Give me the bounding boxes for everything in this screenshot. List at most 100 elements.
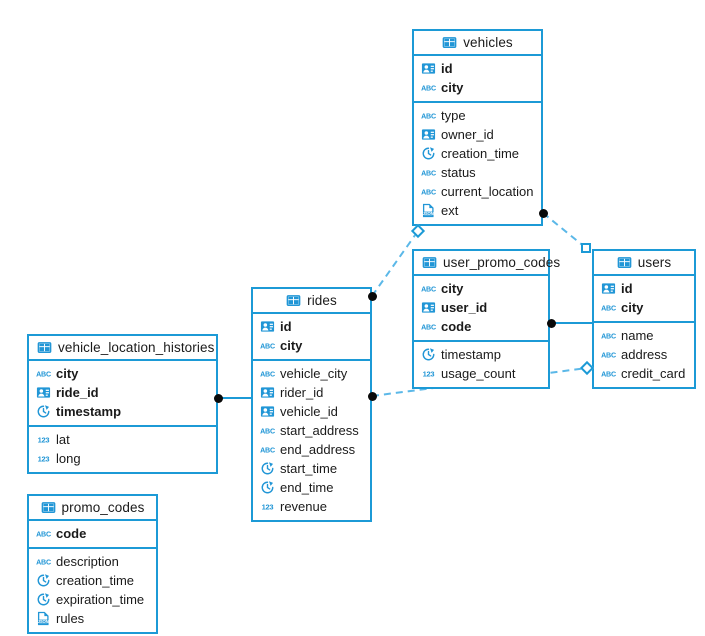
- field-users-name[interactable]: ABC name: [594, 326, 694, 345]
- entity-header-users[interactable]: users: [594, 251, 694, 276]
- json-document-icon: JSON: [38, 611, 49, 626]
- uuid-id-card-icon: [260, 406, 275, 417]
- field-label: city: [441, 80, 464, 95]
- uuid-id-card-icon: [260, 321, 275, 332]
- relationship-edge-vehicles-to-users[interactable]: [542, 212, 587, 249]
- primary-key-field-users-id[interactable]: id: [594, 279, 694, 298]
- field-vehicles-ext[interactable]: JSON ext: [414, 201, 541, 220]
- field-label: ride_id: [56, 385, 99, 400]
- 123-number-icon: 123: [38, 455, 50, 464]
- svg-text:ABC: ABC: [260, 447, 275, 455]
- primary-key-field-vehicles-id[interactable]: id: [414, 59, 541, 78]
- abc-string-icon: ABC: [260, 447, 275, 455]
- svg-text:ABC: ABC: [260, 371, 275, 379]
- svg-text:ABC: ABC: [421, 113, 436, 121]
- field-rides-end_address[interactable]: ABC end_address: [253, 440, 370, 459]
- primary-key-field-user_promo_codes-city[interactable]: ABC city: [414, 279, 548, 298]
- table-icon: [617, 257, 632, 268]
- entity-header-user_promo_codes[interactable]: user_promo_codes: [414, 251, 560, 276]
- field-label: start_time: [280, 461, 338, 476]
- clock-timestamp-icon: [261, 481, 274, 494]
- entity-title-label: rides: [307, 293, 337, 308]
- edge-endpoint-dot-user_promo_codes-to-users-start: [546, 318, 556, 328]
- field-rides-start_time[interactable]: start_time: [253, 459, 370, 478]
- primary-key-field-vehicle_location_histories-timestamp[interactable]: timestamp: [29, 402, 216, 421]
- field-rides-end_time[interactable]: end_time: [253, 478, 370, 497]
- field-label: name: [621, 328, 654, 343]
- entity-title-label: user_promo_codes: [443, 255, 561, 270]
- field-label: creation_time: [56, 573, 135, 588]
- svg-text:ABC: ABC: [260, 428, 275, 436]
- edge-endpoint-hollow-square-vehicles-to-users-end: [581, 243, 591, 253]
- field-label: timestamp: [441, 347, 501, 362]
- primary-key-field-user_promo_codes-user_id[interactable]: user_id: [414, 298, 548, 317]
- entity-header-promo_codes[interactable]: promo_codes: [29, 496, 156, 521]
- field-label: revenue: [280, 499, 327, 514]
- svg-text:ABC: ABC: [36, 371, 51, 379]
- uuid-id-card-icon: [260, 387, 275, 398]
- field-vehicles-current_location[interactable]: ABC current_location: [414, 182, 541, 201]
- field-label: current_location: [441, 184, 534, 199]
- field-label: long: [56, 451, 81, 466]
- field-promo_codes-creation_time[interactable]: creation_time: [29, 571, 156, 590]
- clock-timestamp-icon: [422, 147, 435, 160]
- abc-string-icon: ABC: [421, 286, 436, 294]
- field-label: end_address: [280, 442, 356, 457]
- entity-header-vehicle_location_histories[interactable]: vehicle_location_histories: [29, 336, 216, 361]
- svg-text:123: 123: [262, 503, 274, 512]
- edge-endpoint-dot-rides-to-vehicles-start: [367, 291, 377, 301]
- field-label: vehicle_city: [280, 366, 348, 381]
- field-label: owner_id: [441, 127, 494, 142]
- svg-text:JSON: JSON: [423, 211, 434, 216]
- entity-header-vehicles[interactable]: vehicles: [414, 31, 541, 56]
- uuid-id-card-icon: [421, 63, 436, 74]
- 123-number-icon: 123: [262, 503, 274, 512]
- uuid-id-card-icon: [36, 387, 51, 398]
- abc-string-icon: ABC: [601, 333, 616, 341]
- field-rides-rider_id[interactable]: rider_id: [253, 383, 370, 402]
- primary-key-field-rides-id[interactable]: id: [253, 317, 370, 336]
- field-vehicles-creation_time[interactable]: creation_time: [414, 144, 541, 163]
- field-label: ext: [441, 203, 459, 218]
- field-vehicle_location_histories-long[interactable]: 123 long: [29, 449, 216, 468]
- field-vehicles-owner_id[interactable]: owner_id: [414, 125, 541, 144]
- field-rides-vehicle_city[interactable]: ABC vehicle_city: [253, 364, 370, 383]
- entity-header-rides[interactable]: rides: [253, 289, 370, 314]
- field-user_promo_codes-timestamp[interactable]: timestamp: [414, 345, 548, 364]
- field-rides-vehicle_id[interactable]: vehicle_id: [253, 402, 370, 421]
- clock-timestamp-icon: [261, 462, 274, 475]
- primary-key-field-vehicle_location_histories-ride_id[interactable]: ride_id: [29, 383, 216, 402]
- field-label: rider_id: [280, 385, 324, 400]
- clock-timestamp-icon: [37, 405, 50, 418]
- abc-string-icon: ABC: [421, 189, 436, 197]
- field-promo_codes-expiration_time[interactable]: expiration_time: [29, 590, 156, 609]
- field-label: city: [441, 281, 464, 296]
- uuid-id-card-icon: [421, 302, 436, 313]
- abc-string-icon: ABC: [260, 343, 275, 351]
- field-rides-revenue[interactable]: 123 revenue: [253, 497, 370, 516]
